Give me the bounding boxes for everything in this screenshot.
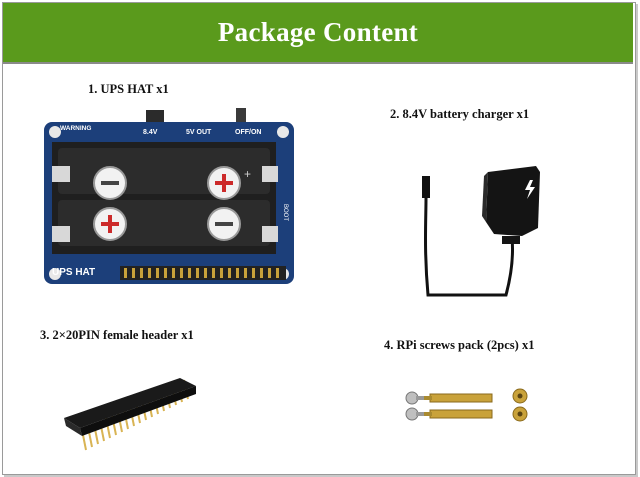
page-title: Package Content <box>217 17 419 47</box>
item-label-screws: 4. RPi screws pack (2pcs) x1 <box>384 338 535 352</box>
title-bar: Package Content <box>3 3 633 64</box>
board-5vout-text: 5V OUT <box>186 129 212 136</box>
screws-pack-image <box>405 388 528 422</box>
board-84v-text: 8.4V <box>143 129 158 136</box>
svg-text:+: + <box>244 167 251 181</box>
item-label-header: 3. 2×20PIN female header x1 <box>40 328 194 342</box>
battery-charger-image <box>422 166 540 297</box>
female-header-image <box>64 378 196 451</box>
board-name-text: UPS HAT <box>52 267 95 278</box>
item-label-ups-hat: 1. UPS HAT x1 <box>88 82 169 96</box>
board-warning-text: WARNING <box>60 125 91 132</box>
ups-hat-board-image: WARNING 8.4V 5V OUT OFF/ON + BOOT UPS HA… <box>44 108 294 284</box>
item-label-charger: 2. 8.4V battery charger x1 <box>390 107 530 121</box>
board-boot-text: BOOT <box>282 204 288 221</box>
board-offon-text: OFF/ON <box>235 129 261 136</box>
